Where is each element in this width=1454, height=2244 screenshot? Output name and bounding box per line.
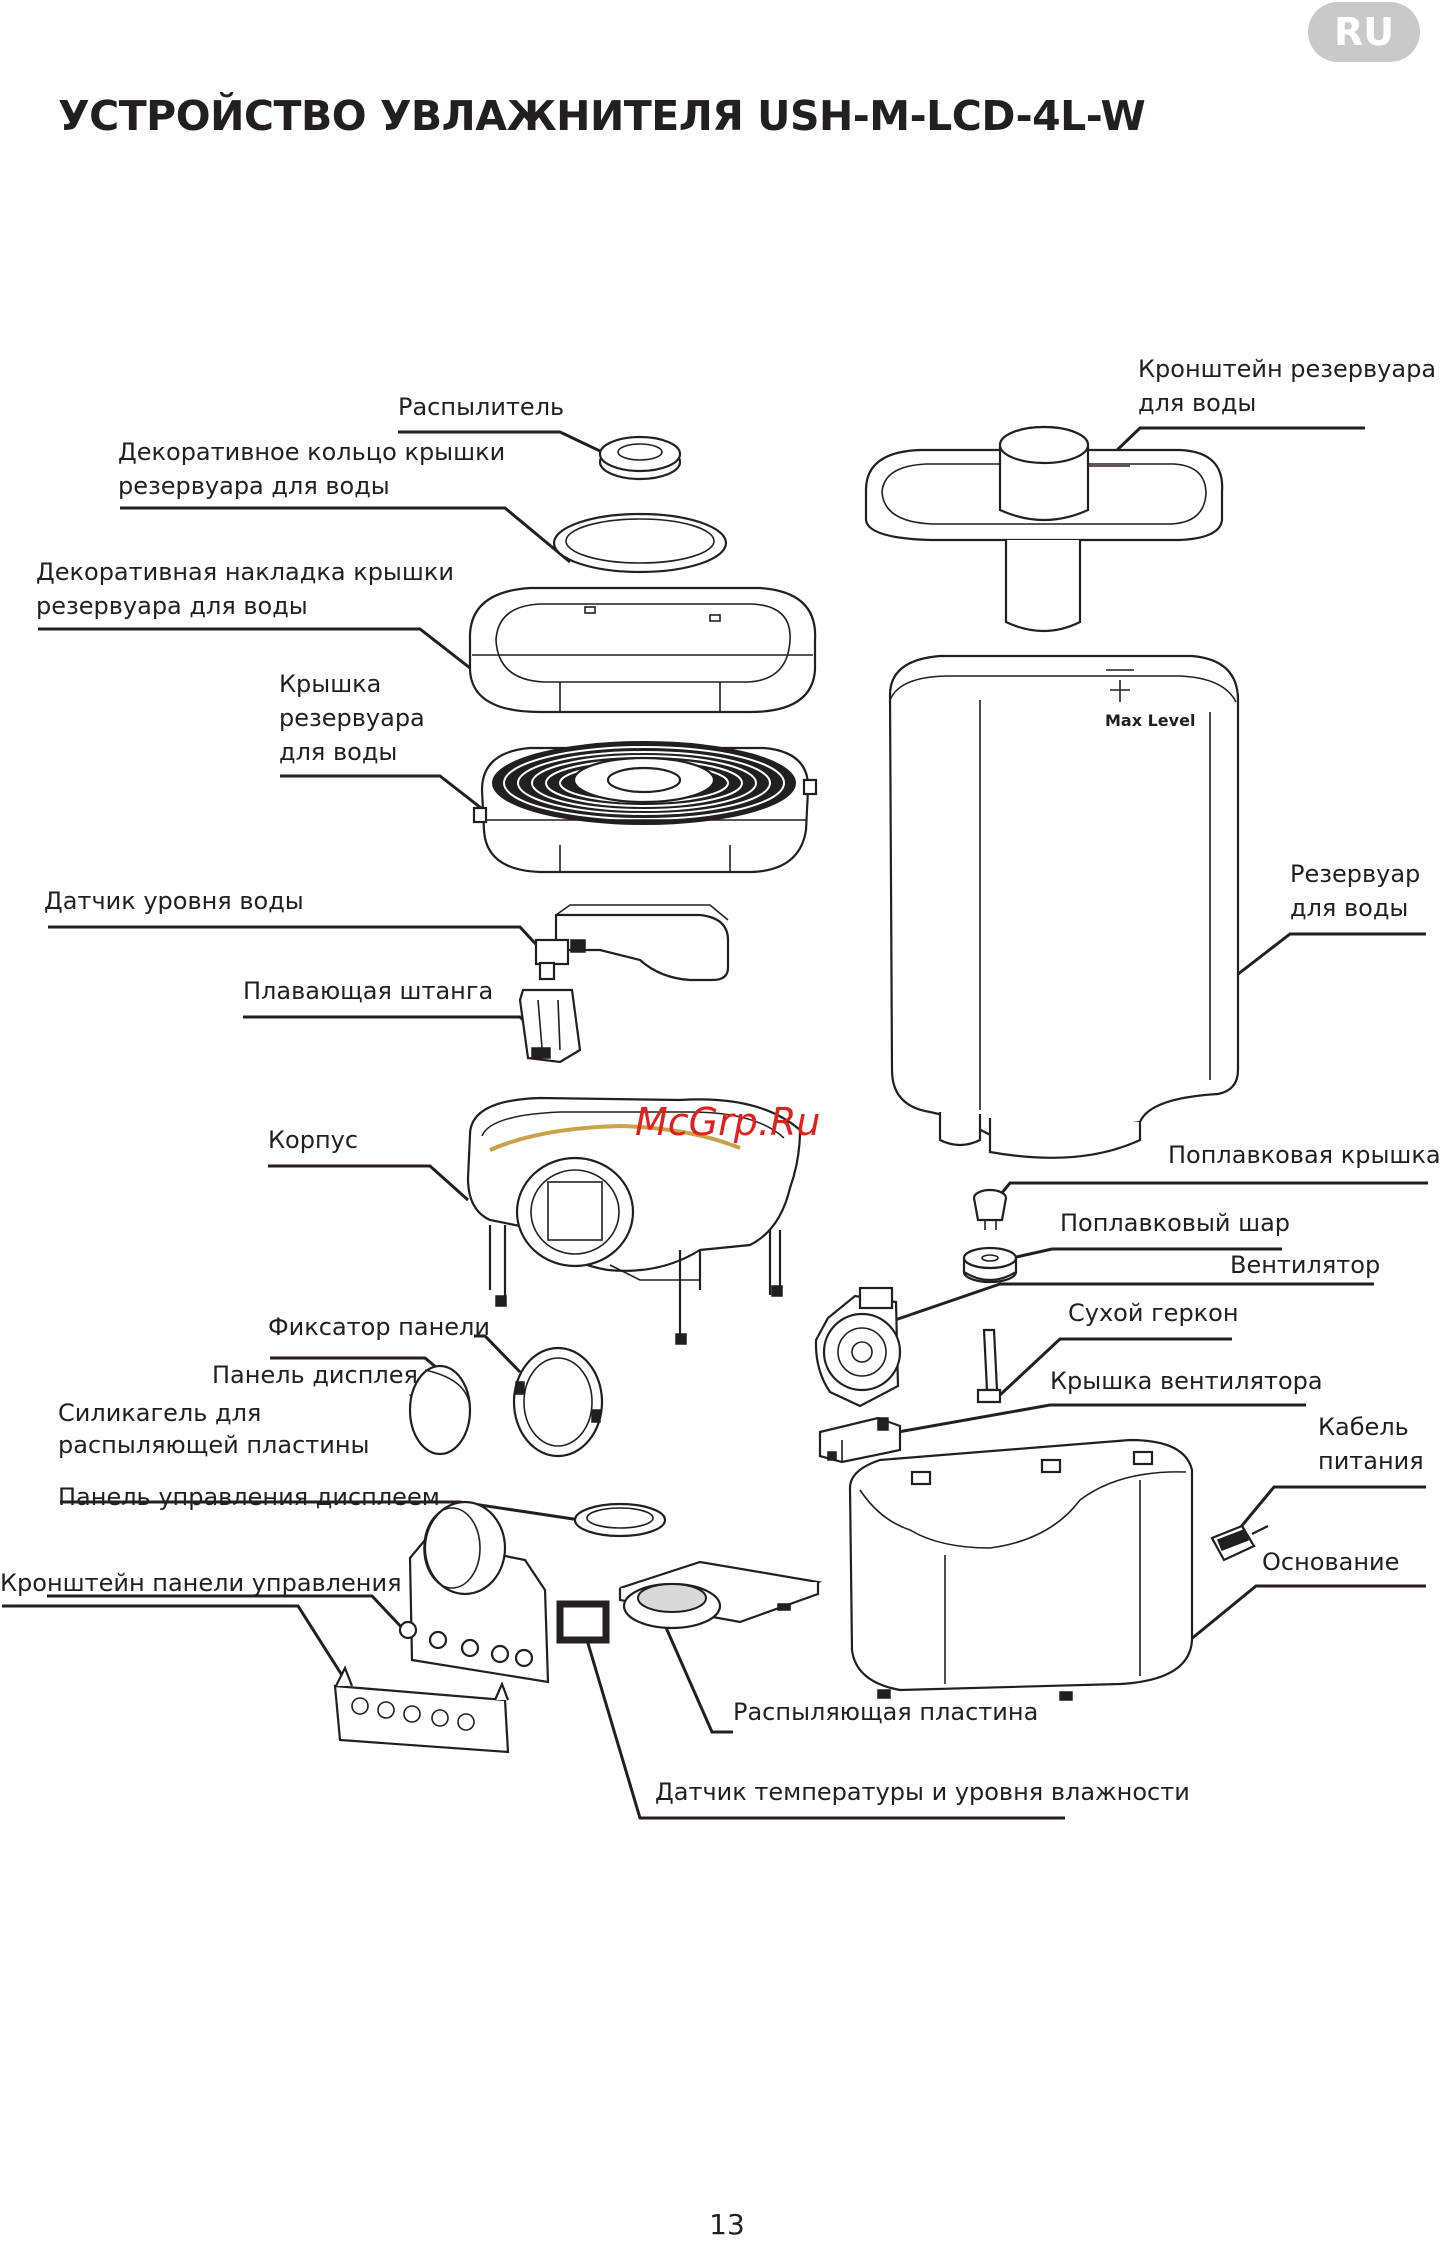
power-cable-part xyxy=(1210,1524,1269,1562)
label-tank-lid-line3: для воды xyxy=(279,738,398,766)
tank-max-level-marking: Max Level xyxy=(1105,711,1195,730)
label-housing: Корпус xyxy=(268,1126,359,1154)
reed-switch-part xyxy=(976,1328,1002,1404)
label-cable-line2: питания xyxy=(1318,1447,1424,1475)
label-reed-switch: Сухой геркон xyxy=(1068,1299,1239,1327)
water-sensor-part xyxy=(534,904,730,982)
nozzle-part xyxy=(598,435,682,481)
label-float-rod: Плавающая штанга xyxy=(243,977,494,1005)
label-nozzle: Распылитель xyxy=(398,393,565,421)
label-base: Основание xyxy=(1262,1548,1400,1576)
control-bracket-part xyxy=(333,1665,510,1754)
label-float-ball: Поплавковый шар xyxy=(1060,1209,1291,1237)
label-temp-humidity: Датчик температуры и уровня влажности xyxy=(655,1778,1190,1806)
fan-cover-part xyxy=(818,1416,902,1464)
label-display-control: Панель управления дисплеем xyxy=(58,1483,440,1511)
float-cap-part xyxy=(972,1188,1008,1230)
page-title: УСТРОЙСТВО УВЛАЖНИТЕЛЯ USH-M-LCD-4L-W xyxy=(58,92,1146,140)
page-number: 13 xyxy=(709,2208,745,2241)
base-part xyxy=(848,1438,1194,1701)
label-panel-lock: Фиксатор панели xyxy=(268,1313,490,1341)
label-water-sensor: Датчик уровня воды xyxy=(44,887,304,915)
label-fan-cover: Крышка вентилятора xyxy=(1050,1367,1323,1395)
label-tank-lid-line2: резервуара xyxy=(279,704,425,732)
water-tank-part: Max Level xyxy=(888,654,1240,1159)
float-rod-part xyxy=(518,988,582,1064)
temp-humidity-sensor-part xyxy=(556,1600,610,1644)
label-decor-ring-line2: резервуара для воды xyxy=(118,472,390,500)
display-control-part xyxy=(398,1500,550,1684)
display-panel-part xyxy=(408,1364,472,1456)
label-decor-cover-line2: резервуара для воды xyxy=(36,592,308,620)
label-float-cap: Поплавковая крышка xyxy=(1168,1141,1441,1169)
fan-part xyxy=(814,1286,902,1408)
label-fan: Вентилятор xyxy=(1230,1251,1381,1279)
tank-lid-part xyxy=(472,741,818,874)
label-display-panel: Панель дисплея xyxy=(212,1361,418,1389)
language-badge: RU xyxy=(1308,2,1420,62)
label-silica-line1: Силикагель для xyxy=(58,1399,262,1427)
decor-cover-part xyxy=(468,586,817,714)
watermark: McGrp.Ru xyxy=(635,1100,821,1144)
decor-ring-part xyxy=(552,512,728,574)
silica-ring-part xyxy=(573,1502,667,1538)
label-tank-line1: Резервуар xyxy=(1290,860,1421,888)
float-ball-part xyxy=(962,1246,1018,1284)
atomizer-plate-part xyxy=(618,1560,823,1630)
label-control-bracket: Кронштейн панели управления xyxy=(0,1569,402,1597)
label-tank-bracket-line2: для воды xyxy=(1138,389,1257,417)
label-tank-line2: для воды xyxy=(1290,894,1409,922)
label-tank-lid-line1: Крышка xyxy=(279,670,382,698)
label-atomizer: Распыляющая пластина xyxy=(733,1698,1039,1726)
tank-bracket-part xyxy=(864,425,1224,632)
panel-lock-part xyxy=(512,1346,604,1458)
label-decor-cover-line1: Декоративная накладка крышки xyxy=(36,558,454,586)
housing-part xyxy=(466,1096,802,1345)
label-tank-bracket-line1: Кронштейн резервуара xyxy=(1138,355,1437,383)
label-decor-ring-line1: Декоративное кольцо крышки xyxy=(118,438,506,466)
label-silica-line2: распыляющей пластины xyxy=(58,1431,370,1459)
label-cable-line1: Кабель xyxy=(1318,1413,1409,1441)
